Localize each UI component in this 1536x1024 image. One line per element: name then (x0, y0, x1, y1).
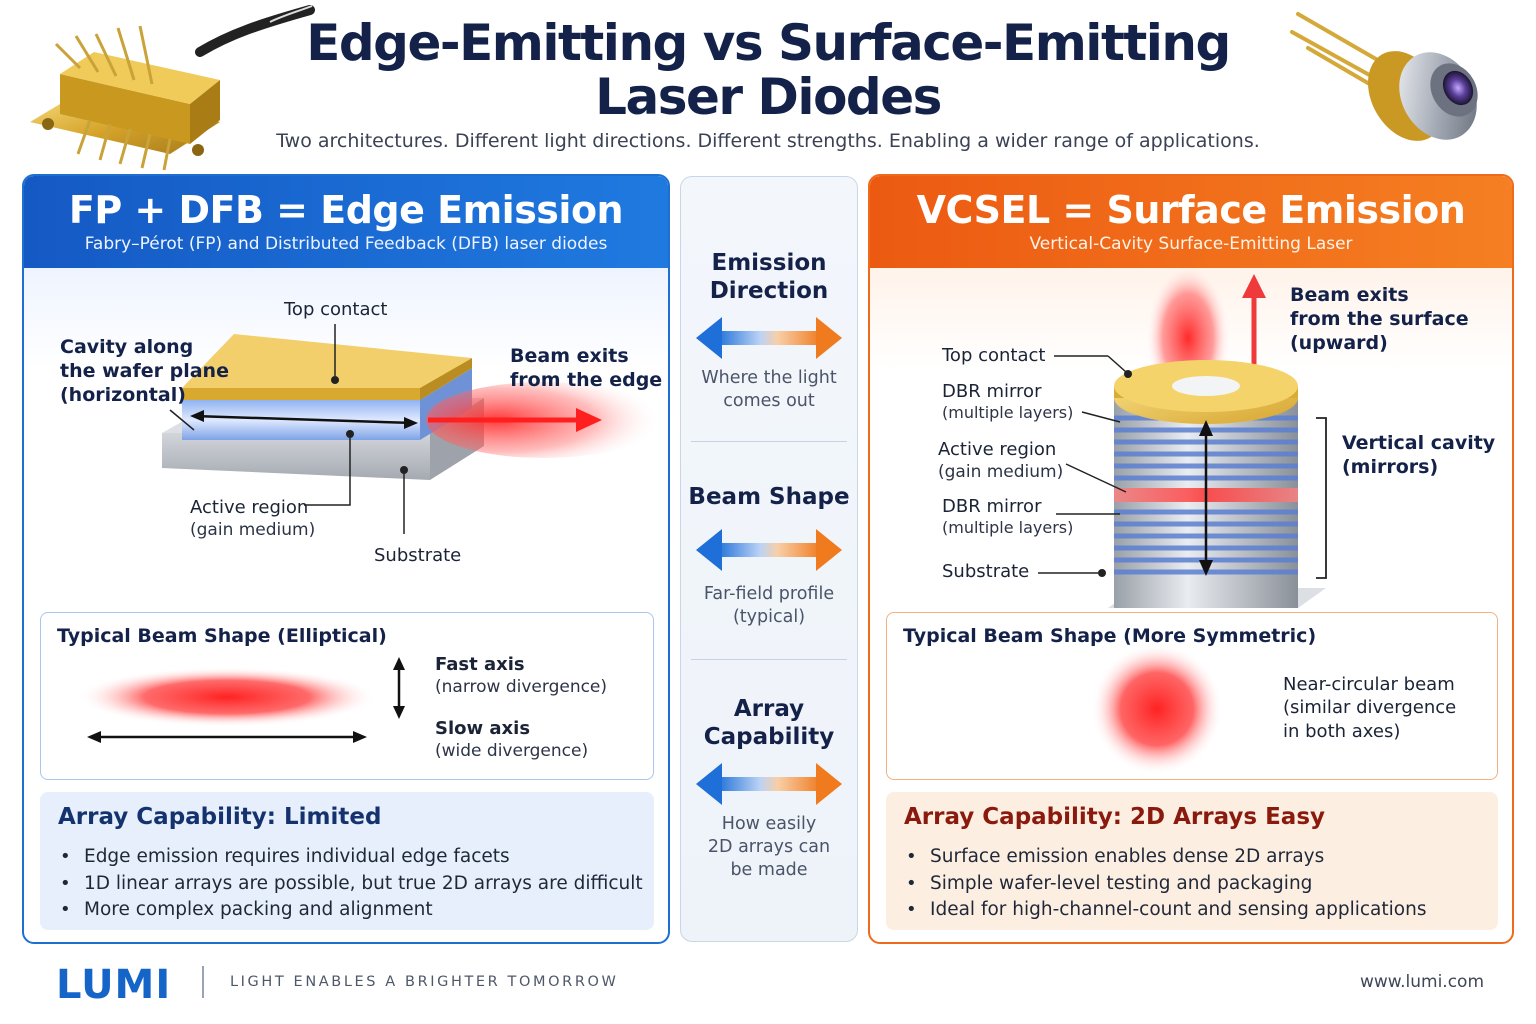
vertical-cavity-label: Vertical cavity (mirrors) (1342, 432, 1496, 478)
page-subtitle: Two architectures. Different light direc… (276, 130, 1260, 152)
vcsel-array-list: Surface emission enables dense 2D arrays… (906, 844, 1426, 924)
circular-beam-illustration (1091, 643, 1223, 775)
list-item: Edge emission requires individual edge f… (60, 844, 643, 871)
lumi-logo: LUMI (56, 962, 172, 1008)
vcsel-active-region-label: Active region (gain medium) (938, 439, 1064, 483)
page-title-line-1: Edge-Emitting vs Surface-Emitting (306, 14, 1231, 72)
surface-emission-panel: VCSEL = Surface Emission Vertical-Cavity… (868, 174, 1514, 944)
slow-axis-label: Slow axis (wide divergence) (435, 718, 589, 762)
vcsel-top-contact-label: Top contact (942, 345, 1046, 366)
surface-emission-title: VCSEL = Surface Emission (916, 188, 1466, 232)
surface-emission-header: VCSEL = Surface Emission Vertical-Cavity… (870, 176, 1512, 268)
cavity-label: Cavity along the wafer plane (horizontal… (60, 336, 229, 406)
substrate-label: Substrate (374, 545, 462, 566)
vcsel-pillar-illustration (1038, 268, 1327, 608)
footer-website-link[interactable]: www.lumi.com (1359, 972, 1484, 992)
double-arrow-icon (696, 763, 842, 805)
divider (691, 441, 847, 442)
double-arrow-icon (696, 317, 842, 359)
double-arrow-icon (696, 529, 842, 571)
list-item: Ideal for high-channel-count and sensing… (906, 897, 1426, 924)
elliptical-beam-illustration (77, 657, 405, 743)
edge-array-list: Edge emission requires individual edge f… (60, 844, 643, 924)
edge-emission-panel: FP + DFB = Edge Emission Fabry–Pérot (FP… (22, 174, 670, 944)
vcsel-array-capability-box: Array Capability: 2D Arrays Easy Surface… (886, 792, 1498, 930)
near-circular-beam-label: Near-circular beam (similar divergence i… (1283, 674, 1457, 742)
edge-emitter-diagram: Top contact Cavity along the wafer plane… (24, 268, 668, 608)
edge-array-title: Array Capability: Limited (58, 804, 382, 830)
footer-divider (202, 966, 204, 998)
edge-emission-title: FP + DFB = Edge Emission (68, 188, 624, 232)
beam-shape-section: Beam Shape Far-field profile (typical) (688, 484, 850, 627)
to-can-laser-image (1290, 12, 1478, 141)
fast-axis-label: Fast axis (narrow divergence) (435, 654, 608, 698)
page-title-line-2: Laser Diodes (595, 68, 942, 126)
circular-beam-title: Typical Beam Shape (More Symmetric) (903, 625, 1317, 647)
divider (691, 659, 847, 660)
vcsel-diagram: Beam exits from the surface (upward) Top… (870, 268, 1512, 608)
elliptical-beam-box: Typical Beam Shape (Elliptical) Fast axi… (40, 612, 654, 780)
edge-emitter-chip-illustration (162, 324, 662, 534)
dbr-top-label: DBR mirror (multiple layers) (942, 381, 1074, 423)
list-item: Surface emission enables dense 2D arrays (906, 844, 1426, 871)
active-region-label: Active region (gain medium) (190, 497, 316, 541)
edge-emission-subtitle: Fabry–Pérot (FP) and Distributed Feedbac… (84, 234, 608, 254)
beam-exit-label: Beam exits from the edge (510, 345, 663, 391)
footer-tagline: LIGHT ENABLES A BRIGHTER TOMORROW (230, 974, 619, 990)
array-capability-section: Array Capability How easily 2D arrays ca… (681, 695, 857, 882)
vcsel-array-title: Array Capability: 2D Arrays Easy (904, 804, 1325, 830)
list-item: More complex packing and alignment (60, 897, 643, 924)
vcsel-substrate-label: Substrate (942, 561, 1030, 582)
emission-direction-section: Emission Direction Where the light comes… (681, 249, 857, 413)
butterfly-laser-package-image (30, 5, 315, 171)
circular-beam-box: Typical Beam Shape (More Symmetric) Near… (886, 612, 1498, 780)
elliptical-beam-title: Typical Beam Shape (Elliptical) (57, 625, 387, 647)
surface-beam-exit-label: Beam exits from the surface (upward) (1290, 284, 1469, 354)
top-contact-label: Top contact (284, 299, 388, 320)
edge-emission-header: FP + DFB = Edge Emission Fabry–Pérot (FP… (24, 176, 668, 268)
list-item: Simple wafer-level testing and packaging (906, 871, 1426, 898)
dbr-bottom-label: DBR mirror (multiple layers) (942, 496, 1074, 538)
list-item: 1D linear arrays are possible, but true … (60, 871, 643, 898)
edge-array-capability-box: Array Capability: Limited Edge emission … (40, 792, 654, 930)
surface-emission-subtitle: Vertical-Cavity Surface-Emitting Laser (1029, 234, 1353, 254)
comparison-column: Emission Direction Where the light comes… (680, 176, 858, 942)
